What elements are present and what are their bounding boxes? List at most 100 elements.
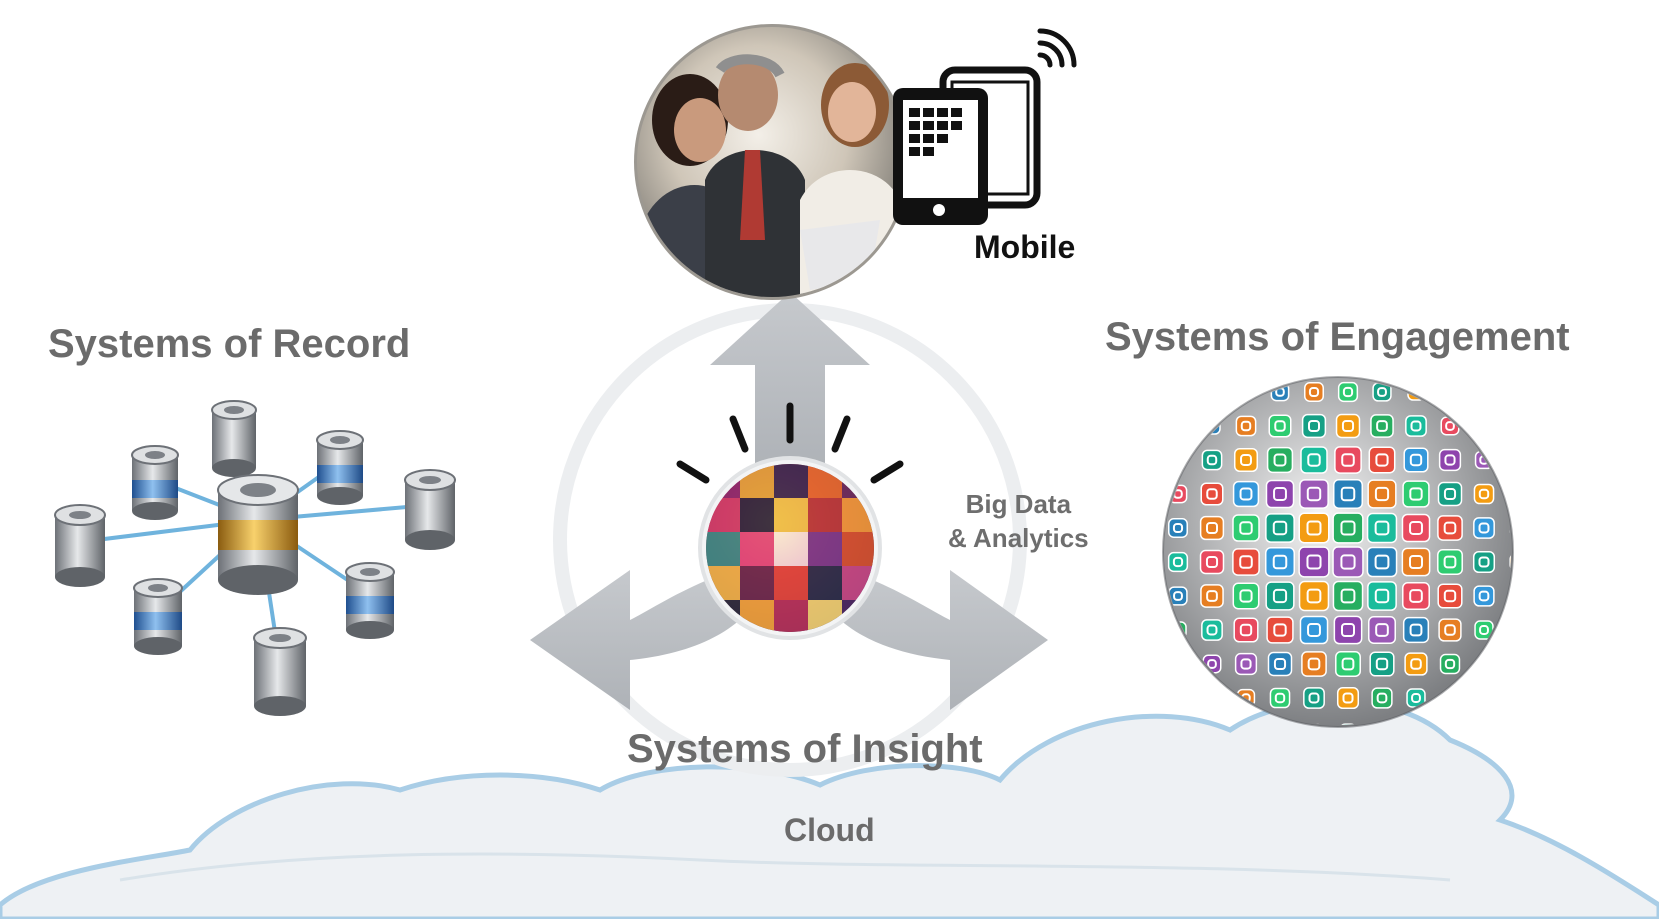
app-tile bbox=[1267, 651, 1293, 677]
app-tile-glyph bbox=[1342, 692, 1354, 704]
app-tile bbox=[1437, 515, 1463, 541]
app-tile-glyph bbox=[1273, 657, 1287, 671]
app-tile bbox=[1472, 550, 1496, 574]
app-tile-glyph bbox=[1239, 589, 1253, 603]
app-tile-glyph bbox=[1274, 692, 1286, 704]
app-tile bbox=[1473, 585, 1495, 607]
cloud-shape bbox=[0, 698, 1659, 919]
app-tile bbox=[1333, 615, 1363, 645]
app-tile-glyph bbox=[1239, 555, 1253, 569]
app-tile-glyph bbox=[1515, 559, 1522, 566]
app-tile bbox=[1301, 413, 1327, 439]
app-tile-glyph bbox=[1340, 554, 1356, 570]
app-tile-glyph bbox=[1409, 521, 1423, 535]
app-tile bbox=[1437, 481, 1463, 507]
app-tile bbox=[1266, 616, 1294, 644]
app-tile bbox=[1332, 580, 1364, 612]
app-tile bbox=[1167, 551, 1189, 573]
app-tile bbox=[1299, 479, 1329, 509]
app-tile-glyph bbox=[1239, 623, 1253, 637]
app-tile bbox=[1201, 449, 1223, 471]
app-tile bbox=[1339, 723, 1357, 725]
app-tile bbox=[1200, 482, 1224, 506]
arrow-up bbox=[710, 292, 870, 470]
app-tile-glyph bbox=[1273, 623, 1287, 637]
wifi-icon bbox=[1037, 28, 1077, 68]
app-tile bbox=[1300, 446, 1328, 474]
arrow-right bbox=[835, 570, 1048, 710]
app-tile-glyph bbox=[1307, 419, 1321, 433]
app-icon-globe bbox=[1162, 376, 1522, 728]
app-tile-glyph bbox=[1342, 386, 1354, 398]
app-tile bbox=[1199, 515, 1225, 541]
app-tile bbox=[1371, 687, 1393, 709]
app-tile-glyph bbox=[1377, 387, 1387, 397]
app-tile-glyph bbox=[1443, 589, 1457, 603]
app-tile-glyph bbox=[1409, 487, 1423, 501]
app-tile bbox=[1298, 546, 1330, 578]
app-tile-glyph bbox=[1206, 624, 1218, 636]
app-tile bbox=[1234, 652, 1258, 676]
app-tile bbox=[1201, 619, 1223, 641]
app-tile bbox=[1509, 553, 1511, 571]
app-tile bbox=[1402, 616, 1430, 644]
app-tile-glyph bbox=[1411, 693, 1421, 703]
systems-of-engagement-title: Systems of Engagement bbox=[1105, 315, 1570, 359]
app-tile-glyph bbox=[1306, 520, 1322, 536]
app-tile bbox=[1266, 446, 1294, 474]
app-tile-glyph bbox=[1375, 657, 1389, 671]
app-tile bbox=[1473, 483, 1495, 505]
app-tile bbox=[1298, 580, 1330, 612]
app-tile-glyph bbox=[1340, 622, 1356, 638]
app-tile-glyph bbox=[1340, 588, 1356, 604]
app-tile-glyph bbox=[1374, 486, 1390, 502]
app-tile bbox=[1368, 446, 1396, 474]
app-tile-glyph bbox=[1306, 486, 1322, 502]
app-tile-glyph bbox=[1374, 588, 1390, 604]
big-data-line2: & Analytics bbox=[948, 523, 1089, 553]
app-tile-glyph bbox=[1376, 692, 1388, 704]
idea-rays bbox=[676, 402, 904, 484]
app-tile bbox=[1232, 582, 1260, 610]
app-tile bbox=[1199, 549, 1225, 575]
app-tile-glyph bbox=[1409, 623, 1423, 637]
app-tile-glyph bbox=[1274, 420, 1286, 432]
app-tile bbox=[1332, 512, 1364, 544]
systems-of-record-title: Systems of Record bbox=[48, 322, 411, 366]
arrow-left bbox=[530, 570, 745, 710]
app-tile bbox=[1335, 413, 1361, 439]
app-tile-glyph bbox=[1205, 555, 1219, 569]
app-tile-glyph bbox=[1340, 486, 1356, 502]
people-photo bbox=[634, 24, 910, 300]
app-tile-glyph bbox=[1240, 658, 1252, 670]
app-tile bbox=[1232, 480, 1260, 508]
systems-of-insight-title: Systems of Insight bbox=[627, 727, 983, 771]
app-tile-glyph bbox=[1410, 420, 1422, 432]
app-tile-glyph bbox=[1340, 520, 1356, 536]
app-tile-glyph bbox=[1307, 623, 1321, 637]
app-tile-glyph bbox=[1308, 386, 1320, 398]
app-tile-glyph bbox=[1239, 521, 1253, 535]
app-tile-glyph bbox=[1172, 556, 1184, 568]
big-data-label: Big Data & Analytics bbox=[948, 487, 1089, 555]
app-tile-glyph bbox=[1409, 589, 1423, 603]
app-tile-glyph bbox=[1408, 554, 1424, 570]
app-tile-glyph bbox=[1341, 657, 1355, 671]
app-tile-glyph bbox=[1443, 521, 1457, 535]
app-tile bbox=[1265, 513, 1295, 543]
app-tile bbox=[1437, 549, 1463, 575]
app-tile bbox=[1334, 446, 1362, 474]
app-tile bbox=[1437, 583, 1463, 609]
app-tile bbox=[1233, 617, 1259, 643]
app-tile bbox=[1366, 512, 1398, 544]
app-tile-glyph bbox=[1478, 488, 1490, 500]
app-tile-glyph bbox=[1306, 588, 1322, 604]
app-tile-glyph bbox=[1307, 453, 1321, 467]
app-tile bbox=[1303, 687, 1325, 709]
app-tile bbox=[1402, 480, 1430, 508]
app-tile-glyph bbox=[1410, 658, 1422, 670]
app-tile bbox=[1232, 514, 1260, 542]
app-tile-glyph bbox=[1207, 659, 1217, 669]
app-tile-glyph bbox=[1515, 525, 1522, 532]
